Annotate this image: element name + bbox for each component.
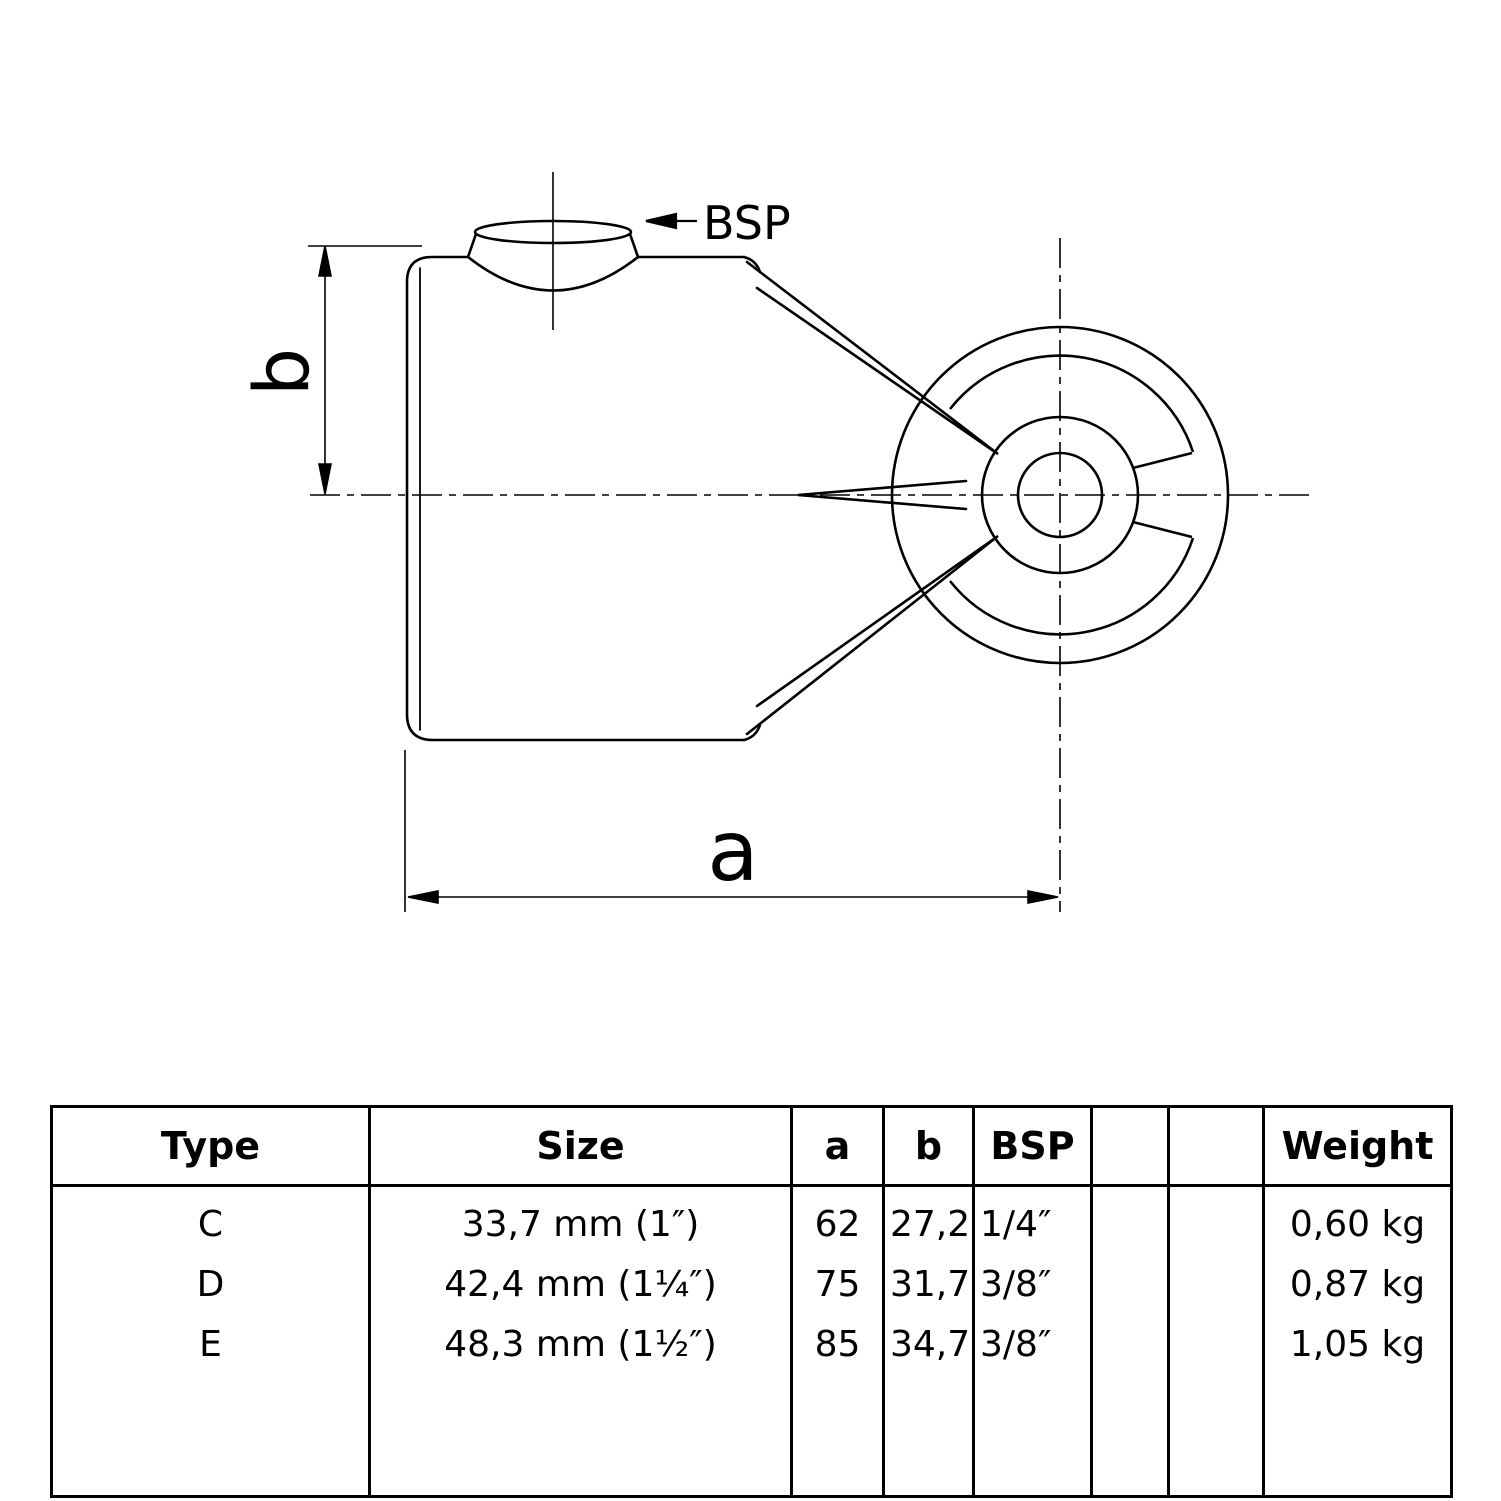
dimension-b: b <box>237 245 422 495</box>
col-header-size: Size <box>368 1105 793 1187</box>
fork-arms <box>745 260 999 736</box>
col-header-b: b <box>882 1105 975 1187</box>
col-header-empty1 <box>1090 1105 1170 1187</box>
bsp-boss <box>466 219 640 292</box>
hub-hole <box>1016 451 1104 539</box>
cell-a-d: 75 <box>814 1264 861 1305</box>
ring-inner-arc-top <box>948 354 1195 453</box>
arrowhead-icon <box>318 463 332 495</box>
right-slot-top <box>1132 451 1193 470</box>
col-bsp: 1/4″ 3/8″ 3/8″ <box>972 1184 1093 1498</box>
cell-weight-c: 0,60 kg <box>1289 1204 1426 1245</box>
ring-inner-arc-bottom <box>948 537 1195 636</box>
cell-size-c: 33,7 mm (1″) <box>461 1204 700 1245</box>
boss-left-side <box>466 232 478 259</box>
cell-a-e: 85 <box>814 1324 861 1365</box>
col-empty1 <box>1090 1184 1170 1498</box>
cell-weight-d: 0,87 kg <box>1289 1264 1426 1305</box>
header-row: Type Size a b BSP Weight <box>50 1105 1453 1187</box>
clamp-ring <box>890 325 1230 665</box>
bsp-annotation: BSP <box>645 196 791 250</box>
top-arm <box>745 260 999 456</box>
dimension-a: a <box>404 750 1059 912</box>
cell-bsp-d: 3/8″ <box>980 1264 1052 1305</box>
centerlines <box>310 172 1312 912</box>
col-size: 33,7 mm (1″) 42,4 mm (1¼″) 48,3 mm (1½″) <box>368 1184 793 1498</box>
col-type: C D E <box>50 1184 371 1498</box>
bore-curve <box>466 255 640 292</box>
col-header-a: a <box>790 1105 885 1187</box>
sleeve-body <box>405 255 746 742</box>
bottom-arm <box>745 534 999 736</box>
data-row: C D E 33,7 mm (1″) 42,4 mm (1¼″) 48,3 mm… <box>50 1184 1453 1498</box>
center-slit <box>797 479 968 511</box>
cell-weight-e: 1,05 kg <box>1289 1324 1426 1365</box>
cell-size-e: 48,3 mm (1½″) <box>444 1324 717 1365</box>
col-empty2 <box>1167 1184 1265 1498</box>
arrowhead-icon <box>318 245 332 277</box>
cell-size-d: 42,4 mm (1¼″) <box>444 1264 717 1305</box>
col-header-type: Type <box>50 1105 371 1187</box>
cell-a-c: 62 <box>814 1204 861 1245</box>
hub-circle <box>980 415 1140 575</box>
bsp-label: BSP <box>703 196 791 250</box>
boss-opening <box>473 219 633 245</box>
spec-table: Type Size a b BSP Weight C D E 33,7 mm (… <box>50 1105 1453 1498</box>
col-b: 27,2 31,7 34,7 <box>882 1184 975 1498</box>
cell-bsp-c: 1/4″ <box>980 1204 1052 1245</box>
ring-outer-circle <box>890 325 1230 665</box>
right-slot-bottom <box>1132 520 1193 539</box>
technical-drawing: b a BSP <box>237 172 1312 912</box>
arrowhead-icon <box>1027 890 1059 904</box>
col-header-weight: Weight <box>1262 1105 1453 1187</box>
cell-b-e: 34,7 <box>890 1324 971 1365</box>
col-header-bsp: BSP <box>972 1105 1093 1187</box>
col-weight: 0,60 kg 0,87 kg 1,05 kg <box>1262 1184 1453 1498</box>
boss-right-side <box>628 232 640 259</box>
sleeve-outline <box>405 255 762 742</box>
cell-type-c: C <box>197 1204 224 1245</box>
cell-type-e: E <box>199 1324 222 1365</box>
cell-b-d: 31,7 <box>890 1264 971 1305</box>
cell-bsp-e: 3/8″ <box>980 1324 1052 1365</box>
dim-b-label: b <box>237 348 326 396</box>
col-header-empty2 <box>1167 1105 1265 1187</box>
sleeve-bottom-right-corner <box>742 723 762 742</box>
arrowhead-icon <box>645 212 678 230</box>
arrowhead-icon <box>407 890 439 904</box>
cell-b-c: 27,2 <box>890 1204 971 1245</box>
dim-a-label: a <box>707 802 758 900</box>
col-a: 62 75 85 <box>790 1184 885 1498</box>
cell-type-d: D <box>196 1264 225 1305</box>
